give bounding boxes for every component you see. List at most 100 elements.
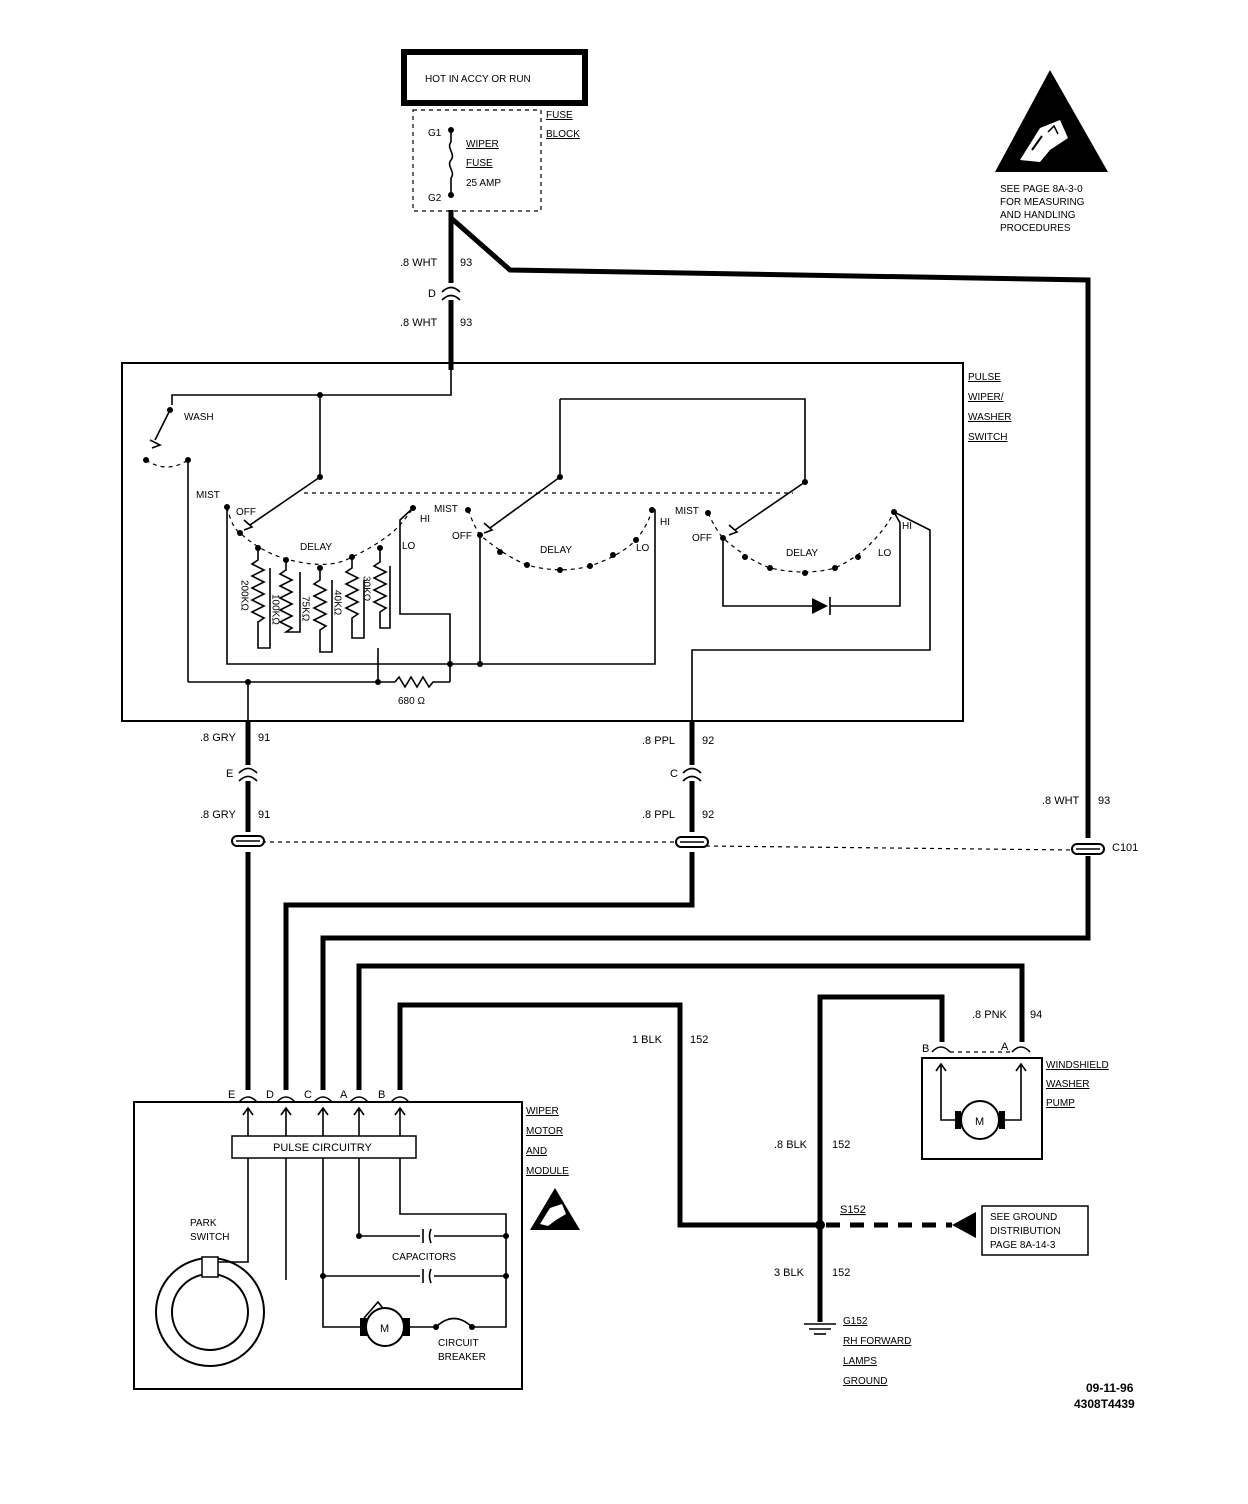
module-title-2: MOTOR xyxy=(526,1126,563,1137)
pump-title-1: WINDSHIELD xyxy=(1046,1060,1109,1071)
feed-upper-circuit: 93 xyxy=(460,257,472,269)
ppl-92-wire: .8 PPL 92 C .8 PPL 92 xyxy=(283,721,714,1090)
gry-upper-gauge: .8 GRY xyxy=(200,732,237,744)
pulse-circuitry-label: PULSE CIRCUITRY xyxy=(273,1142,372,1154)
fuse-terminal-g1: G1 xyxy=(428,128,442,139)
blk8-gauge: .8 BLK xyxy=(774,1139,808,1151)
res-30k: 30KΩ xyxy=(361,576,372,602)
park-switch-label-1: PARK xyxy=(190,1218,217,1229)
esd-notice-1: SEE PAGE 8A-3-0 xyxy=(1000,184,1083,195)
pulse-switch: PULSE WIPER/ WASHER SWITCH WASH MIST OFF… xyxy=(121,362,1012,722)
mist-label-1: MIST xyxy=(196,490,220,501)
pnk-circuit: 94 xyxy=(1030,1009,1042,1021)
lo-label-1: LO xyxy=(402,541,416,552)
off-label-1: OFF xyxy=(236,507,256,518)
res-100k: 100KΩ xyxy=(270,594,281,625)
ppl-connector-label: C xyxy=(670,768,678,780)
res-75k: 75KΩ xyxy=(300,596,311,622)
hi-label-2: HI xyxy=(660,517,670,528)
module-pin-a: A xyxy=(340,1089,348,1101)
pump-motor-label: M xyxy=(975,1116,984,1128)
capacitor-1 xyxy=(422,1228,432,1244)
splice-s152: S152 SEE GROUND DISTRIBUTION PAGE 8A-14-… xyxy=(815,1204,1089,1256)
res-40k: 40KΩ xyxy=(332,590,343,616)
motor-module-outline xyxy=(133,1101,523,1390)
ppl-lower-gauge: .8 PPL xyxy=(642,809,675,821)
ppl-upper-gauge: .8 PPL xyxy=(642,735,675,747)
blk8-circuit: 152 xyxy=(832,1139,850,1151)
switch-title-4: SWITCH xyxy=(968,432,1007,443)
gry-lower-gauge: .8 GRY xyxy=(200,809,237,821)
fuse-label-2: FUSE xyxy=(466,158,493,169)
fuse-label-3: 25 AMP xyxy=(466,178,501,189)
blk3-gauge: 3 BLK xyxy=(774,1267,805,1279)
gry-91-wire: .8 GRY 91 E .8 GRY 91 xyxy=(200,682,270,1090)
ground-icon xyxy=(804,1323,836,1335)
res-680-label: 680 Ω xyxy=(398,696,425,707)
blk1-circuit: 152 xyxy=(690,1034,708,1046)
feed-upper-gauge: .8 WHT xyxy=(400,257,438,269)
wash-label: WASH xyxy=(184,412,214,423)
ground-dist-2: DISTRIBUTION xyxy=(990,1226,1061,1237)
wht-right-gauge: .8 WHT xyxy=(1042,795,1080,807)
blk1-gauge: 1 BLK xyxy=(632,1034,663,1046)
washer-pump-outline xyxy=(921,1057,1043,1160)
mist-label-3: MIST xyxy=(675,506,699,517)
blk-152-wire: 1 BLK 152 .8 BLK 152 3 BLK 152 xyxy=(397,994,945,1322)
ground-line-1: RH FORWARD xyxy=(843,1336,911,1347)
module-esd-icon xyxy=(530,1188,580,1230)
pnk-gauge: .8 PNK xyxy=(972,1009,1008,1021)
pnk-94-wire: .8 PNK 94 xyxy=(356,963,1042,1090)
hot-in-accy-label: HOT IN ACCY OR RUN xyxy=(425,74,531,85)
module-pin-b: B xyxy=(378,1089,385,1101)
diode xyxy=(812,598,828,614)
ground-dist-1: SEE GROUND xyxy=(990,1212,1057,1223)
pump-pin-a: A xyxy=(1001,1041,1009,1053)
switch-title-1: PULSE xyxy=(968,372,1001,383)
res-200k: 200KΩ xyxy=(239,580,250,611)
wiper-motor-label: M xyxy=(380,1323,389,1335)
delay-label-1: DELAY xyxy=(300,542,332,553)
connector-c101 xyxy=(231,835,1105,855)
hi-label-1: HI xyxy=(420,514,430,525)
pump-title-2: WASHER xyxy=(1046,1079,1090,1090)
module-title-1: WIPER xyxy=(526,1106,559,1117)
wht-93-branch: .8 WHT 93 C101 xyxy=(320,216,1138,1090)
wiper-motor-icon xyxy=(365,1307,405,1347)
circuit-breaker xyxy=(435,1317,473,1328)
esd-notice-2: FOR MEASURING xyxy=(1000,197,1085,208)
resistor-680 xyxy=(394,675,450,689)
park-switch-label-2: SWITCH xyxy=(190,1232,229,1243)
gry-lower-circuit: 91 xyxy=(258,809,270,821)
blk3-circuit: 152 xyxy=(832,1267,850,1279)
breaker-label-1: CIRCUIT xyxy=(438,1338,479,1349)
feed-wire-93: .8 WHT 93 D .8 WHT 93 xyxy=(400,210,472,370)
ground-line-2: LAMPS xyxy=(843,1356,877,1367)
capacitors-label: CAPACITORS xyxy=(392,1252,456,1263)
module-title-4: MODULE xyxy=(526,1166,569,1177)
fuse-block-outline xyxy=(412,109,542,212)
esd-notice-3: AND HANDLING xyxy=(1000,210,1076,221)
capacitor-2 xyxy=(422,1268,432,1284)
off-label-2: OFF xyxy=(452,531,472,542)
ppl-lower-circuit: 92 xyxy=(702,809,714,821)
ground-line-3: GROUND xyxy=(843,1376,887,1387)
delay-label-2: DELAY xyxy=(540,545,572,556)
gry-connector-label: E xyxy=(226,768,233,780)
module-pin-c: C xyxy=(304,1089,312,1101)
ground-distribution-box xyxy=(981,1205,1089,1256)
lo-label-2: LO xyxy=(636,543,650,554)
module-pin-d: D xyxy=(266,1089,274,1101)
footer-date: 09-11-96 xyxy=(1086,1381,1134,1395)
module-pin-e: E xyxy=(228,1089,235,1101)
off-label-3: OFF xyxy=(692,533,712,544)
feed-lower-circuit: 93 xyxy=(460,317,472,329)
wht-right-circuit: 93 xyxy=(1098,795,1110,807)
ppl-upper-circuit: 92 xyxy=(702,735,714,747)
switch-outline xyxy=(121,362,964,722)
mist-label-2: MIST xyxy=(434,504,458,515)
connector-d xyxy=(441,286,461,293)
pump-motor-icon xyxy=(960,1100,1000,1140)
fuse-label-1: WIPER xyxy=(466,139,499,150)
